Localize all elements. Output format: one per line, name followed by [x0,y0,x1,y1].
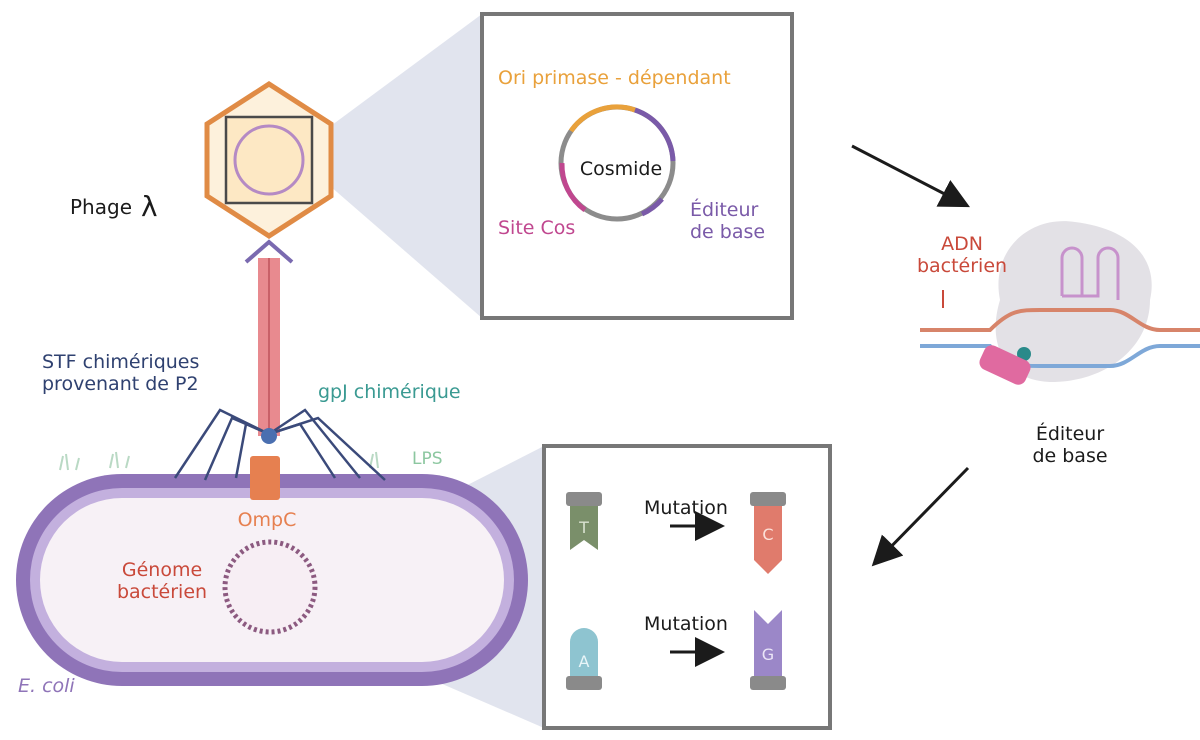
cosmid-circle [558,104,676,222]
base-c [750,492,786,574]
editeur-right-label-1: Éditeur [1036,422,1105,445]
base-t-letter: T [578,518,589,537]
ompc-label: OmpC [238,509,297,531]
editeur-right-label-2: de base [1032,445,1107,467]
lps-fibers [59,451,379,471]
editeur-label-2: de base [690,221,765,243]
mutation-label-1: Mutation [644,497,728,519]
base-g [750,610,786,690]
mutation-label-2: Mutation [644,613,728,635]
arrow-to-editor [851,144,970,208]
phage-lambda [173,81,386,481]
lambda-symbol: λ [141,190,158,223]
arrow-to-mutation [871,466,970,567]
genome-label-2: bactérien [117,581,207,603]
base-a-letter: A [579,652,590,671]
phage-label: Phage [70,195,132,219]
site-cos-label: Site Cos [498,217,575,239]
stf-label-2: provenant de P2 [42,373,199,395]
ompc-porin [250,456,280,500]
stf-label-1: STF chimériques [42,351,199,373]
base-editor-complex [920,221,1200,385]
adn-label-2: bactérien [917,255,1007,277]
base-c-letter: C [762,525,773,544]
base-g-letter: G [762,645,774,664]
bacterial-genome-circle [222,539,318,635]
adn-label-1: ADN [941,233,983,255]
ecoli-label: E. coli [18,675,75,697]
editeur-label-1: Éditeur [690,198,759,221]
gpj-label: gpJ chimérique [318,381,461,403]
genome-label-1: Génome [122,559,202,581]
zoom-cone-phage [328,14,482,318]
base-t [566,492,602,550]
ori-primase-label: Ori primase - dépendant [498,67,731,89]
lps-label: LPS [412,449,443,469]
cosmid-label: Cosmide [580,158,662,180]
cosmid-box [480,12,794,320]
base-a [566,628,602,690]
